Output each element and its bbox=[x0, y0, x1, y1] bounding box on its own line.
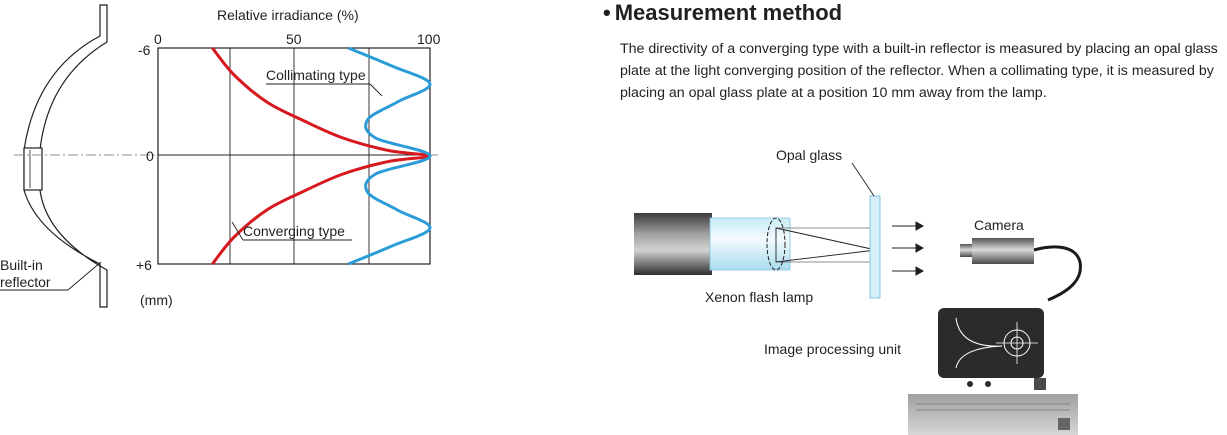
x-axis-title: Relative irradiance (%) bbox=[217, 7, 359, 23]
lamp-tube-end bbox=[766, 217, 786, 271]
heading-bullet: • bbox=[603, 0, 611, 25]
section-heading: •Measurement method bbox=[603, 0, 842, 26]
processing-monitor bbox=[938, 308, 1046, 390]
y-tick-0: 0 bbox=[146, 148, 154, 164]
camera bbox=[960, 238, 1082, 302]
directivity-chart: Relative irradiance (%) 0 50 100 -6 0 +6… bbox=[0, 4, 441, 308]
x-tick-50: 50 bbox=[286, 31, 302, 47]
processing-label: Image processing unit bbox=[764, 341, 901, 357]
reflector-label-line1: Built-in bbox=[0, 257, 43, 273]
y-tick-minus6: -6 bbox=[138, 42, 151, 58]
x-tick-0: 0 bbox=[154, 31, 162, 47]
reflector-drawing bbox=[23, 4, 108, 308]
reflector-leader-diag bbox=[67, 261, 102, 291]
collimating-leader bbox=[369, 83, 383, 97]
opal-glass-plate bbox=[869, 195, 881, 299]
camera-label: Camera bbox=[974, 217, 1024, 233]
heading-title: Measurement method bbox=[614, 0, 843, 25]
x-tick-100: 100 bbox=[417, 31, 441, 47]
light-arrows bbox=[892, 221, 925, 276]
lamp-label: Xenon flash lamp bbox=[705, 289, 813, 305]
lamp-tube bbox=[709, 217, 791, 271]
converging-leader bbox=[231, 221, 244, 241]
converging-label: Converging type bbox=[243, 223, 345, 239]
unit-label: (mm) bbox=[140, 292, 173, 308]
measurement-setup: Opal glass Camera Xenon flash lamp Image… bbox=[634, 147, 1082, 435]
lamp-body bbox=[634, 213, 712, 275]
section-description: The directivity of a converging type wit… bbox=[620, 41, 1218, 101]
opal-glass-leader bbox=[851, 162, 875, 197]
y-tick-plus6: +6 bbox=[136, 257, 152, 273]
collimating-curve bbox=[347, 46, 432, 266]
opal-glass-label: Opal glass bbox=[776, 147, 842, 163]
light-cone bbox=[775, 227, 877, 263]
collimating-label: Collimating type bbox=[266, 67, 366, 83]
reflector-label-line2: reflector bbox=[0, 274, 51, 290]
processing-base bbox=[908, 394, 1078, 435]
